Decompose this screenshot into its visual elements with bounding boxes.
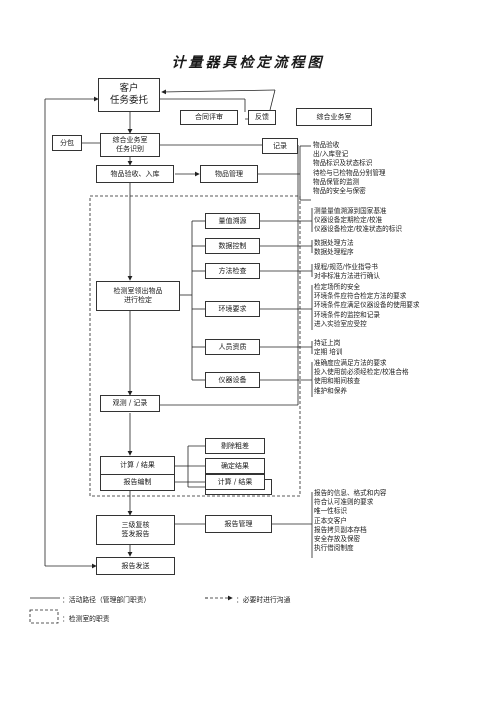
task-identify-label: 任务识别 (116, 145, 144, 153)
lab-receive-box: 检测室领出物品 进行检定 (96, 281, 180, 311)
list-item: 待检与已检物品分别管理 (313, 168, 386, 177)
env-req-box: 环境要求 (205, 301, 260, 317)
list-item: 对非标准方法进行确认 (314, 272, 380, 281)
list-item: 规程/规范/作业指导书 (314, 263, 378, 271)
client-task-box: 客户 任务委托 (98, 78, 160, 112)
lab-receive-line1: 检测室领出物品 (113, 287, 163, 295)
review-issue-box: 三级复核 签发报告 (96, 515, 175, 545)
legend-dashed-box: ：检测室的职责 (62, 615, 110, 623)
list-item: 数据处理程序 (314, 248, 354, 257)
list-item: 使用和期间核查 (314, 377, 361, 386)
list-item: 检定场所的安全 (314, 283, 361, 291)
receive-box: 物品验收、入库 (96, 165, 174, 183)
contract-review-box: 合同评审 (180, 110, 238, 125)
review-line2: 签发报告 (121, 530, 150, 538)
equipment-box: 仪器设备 (205, 372, 260, 388)
legend-dashed-arrow: ：必要时进行沟通 (236, 596, 291, 604)
list-item: 物品保管的监测 (313, 177, 360, 186)
list-item: 环境条件的监控和记录 (314, 310, 380, 319)
list-item: 报告的信息、格式和内容 (314, 489, 387, 497)
list-item: 物品验收 (313, 141, 340, 149)
list-item: 环境条件应符合检定方法的要求 (314, 292, 407, 301)
list-item: 执行借阅制度 (314, 544, 354, 553)
observe-record-box: 观测 / 记录 (100, 395, 160, 412)
record-box: 记录 (262, 138, 298, 154)
dept-identify-box: 综合业务室 任务识别 (100, 133, 160, 157)
list-item: 报告拷贝副本存档 (314, 525, 367, 534)
list-item: 符合认可准则的要求 (314, 498, 374, 507)
list-item: 数据处理方法 (314, 239, 354, 247)
list-item: 正本交客户 (314, 516, 347, 525)
feedback-box: 反馈 (248, 110, 276, 125)
remove-error-box: 剔除粗差 (205, 438, 265, 454)
report-edit-box: 报告编制 (100, 474, 175, 491)
dept-top-box: 综合业务室 (296, 108, 372, 126)
page-title: 计量器具检定流程图 (171, 55, 325, 71)
magnitude-box: 量值溯源 (205, 213, 260, 229)
list-item: 测量量值溯源到国家基准 (314, 207, 387, 215)
list-item: 仪器设备检定/校准状态的标识 (314, 225, 402, 234)
list-item: 出/入库登记 (313, 150, 349, 159)
review-line1: 三级复核 (121, 521, 150, 529)
list-item: 准确度应满足方法的要求 (314, 359, 387, 367)
legend-solid: ：活动路径（管理部门职责） (62, 596, 151, 604)
item-mgmt-list: 物品验收 出/入库登记 物品标识及状态标识 待检与已检物品分别管理 物品保管的监… (313, 141, 386, 196)
personnel-list: 持证上岗 定期 培训 (314, 339, 342, 357)
task-delegation-label: 任务委托 (109, 95, 148, 106)
calc-result2-box: 计算 / 结果 (205, 474, 265, 490)
subcontract-box: 分包 (52, 135, 82, 151)
report-send-box: 报告发送 (96, 557, 175, 575)
list-item: 环境条件应满足仪器设备的使用要求 (314, 301, 420, 310)
list-item: 投入使用前必须经检定/校准合格 (314, 368, 409, 377)
method-check-list: 规程/规范/作业指导书 对非标准方法进行确认 (314, 263, 380, 281)
list-item: 持证上岗 (314, 339, 341, 347)
personnel-box: 人员资质 (205, 339, 260, 355)
client-label: 客户 (119, 83, 139, 94)
method-check-box: 方法检查 (205, 263, 260, 279)
calc-result-box: 计算 / 结果 (100, 456, 175, 475)
determine-result-box: 确定结果 (205, 458, 265, 474)
lab-receive-line2: 进行检定 (124, 296, 152, 304)
report-mgmt-box: 报告管理 (205, 515, 272, 533)
list-item: 维护和保养 (314, 386, 347, 395)
report-mgmt-list: 报告的信息、格式和内容 符合认可准则的要求 唯一性标识 正本交客户 报告拷贝副本… (314, 489, 387, 553)
list-item: 唯一性标识 (314, 507, 347, 516)
item-mgmt-box: 物品管理 (200, 165, 258, 183)
equipment-list: 准确度应满足方法的要求 投入使用前必须经检定/校准合格 使用和期间核查 维护和保… (314, 359, 409, 396)
data-ctrl-box: 数据控制 (205, 238, 260, 254)
lab-boundary (89, 195, 301, 497)
magnitude-list: 测量量值溯源到国家基准 仪器设备定期检定/校准 仪器设备检定/校准状态的标识 (314, 207, 402, 235)
dept-label: 综合业务室 (112, 136, 148, 144)
list-item: 物品的安全与保密 (313, 186, 366, 195)
list-item: 进入实验室应受控 (314, 319, 367, 328)
list-item: 仪器设备定期检定/校准 (314, 216, 383, 225)
env-req-list: 检定场所的安全 环境条件应符合检定方法的要求 环境条件应满足仪器设备的使用要求 … (314, 283, 420, 329)
list-item: 定期 培训 (314, 348, 343, 357)
list-item: 物品标识及状态标识 (313, 159, 373, 168)
list-item: 安全存放及保密 (314, 534, 361, 543)
data-ctrl-list: 数据处理方法 数据处理程序 (314, 239, 354, 257)
